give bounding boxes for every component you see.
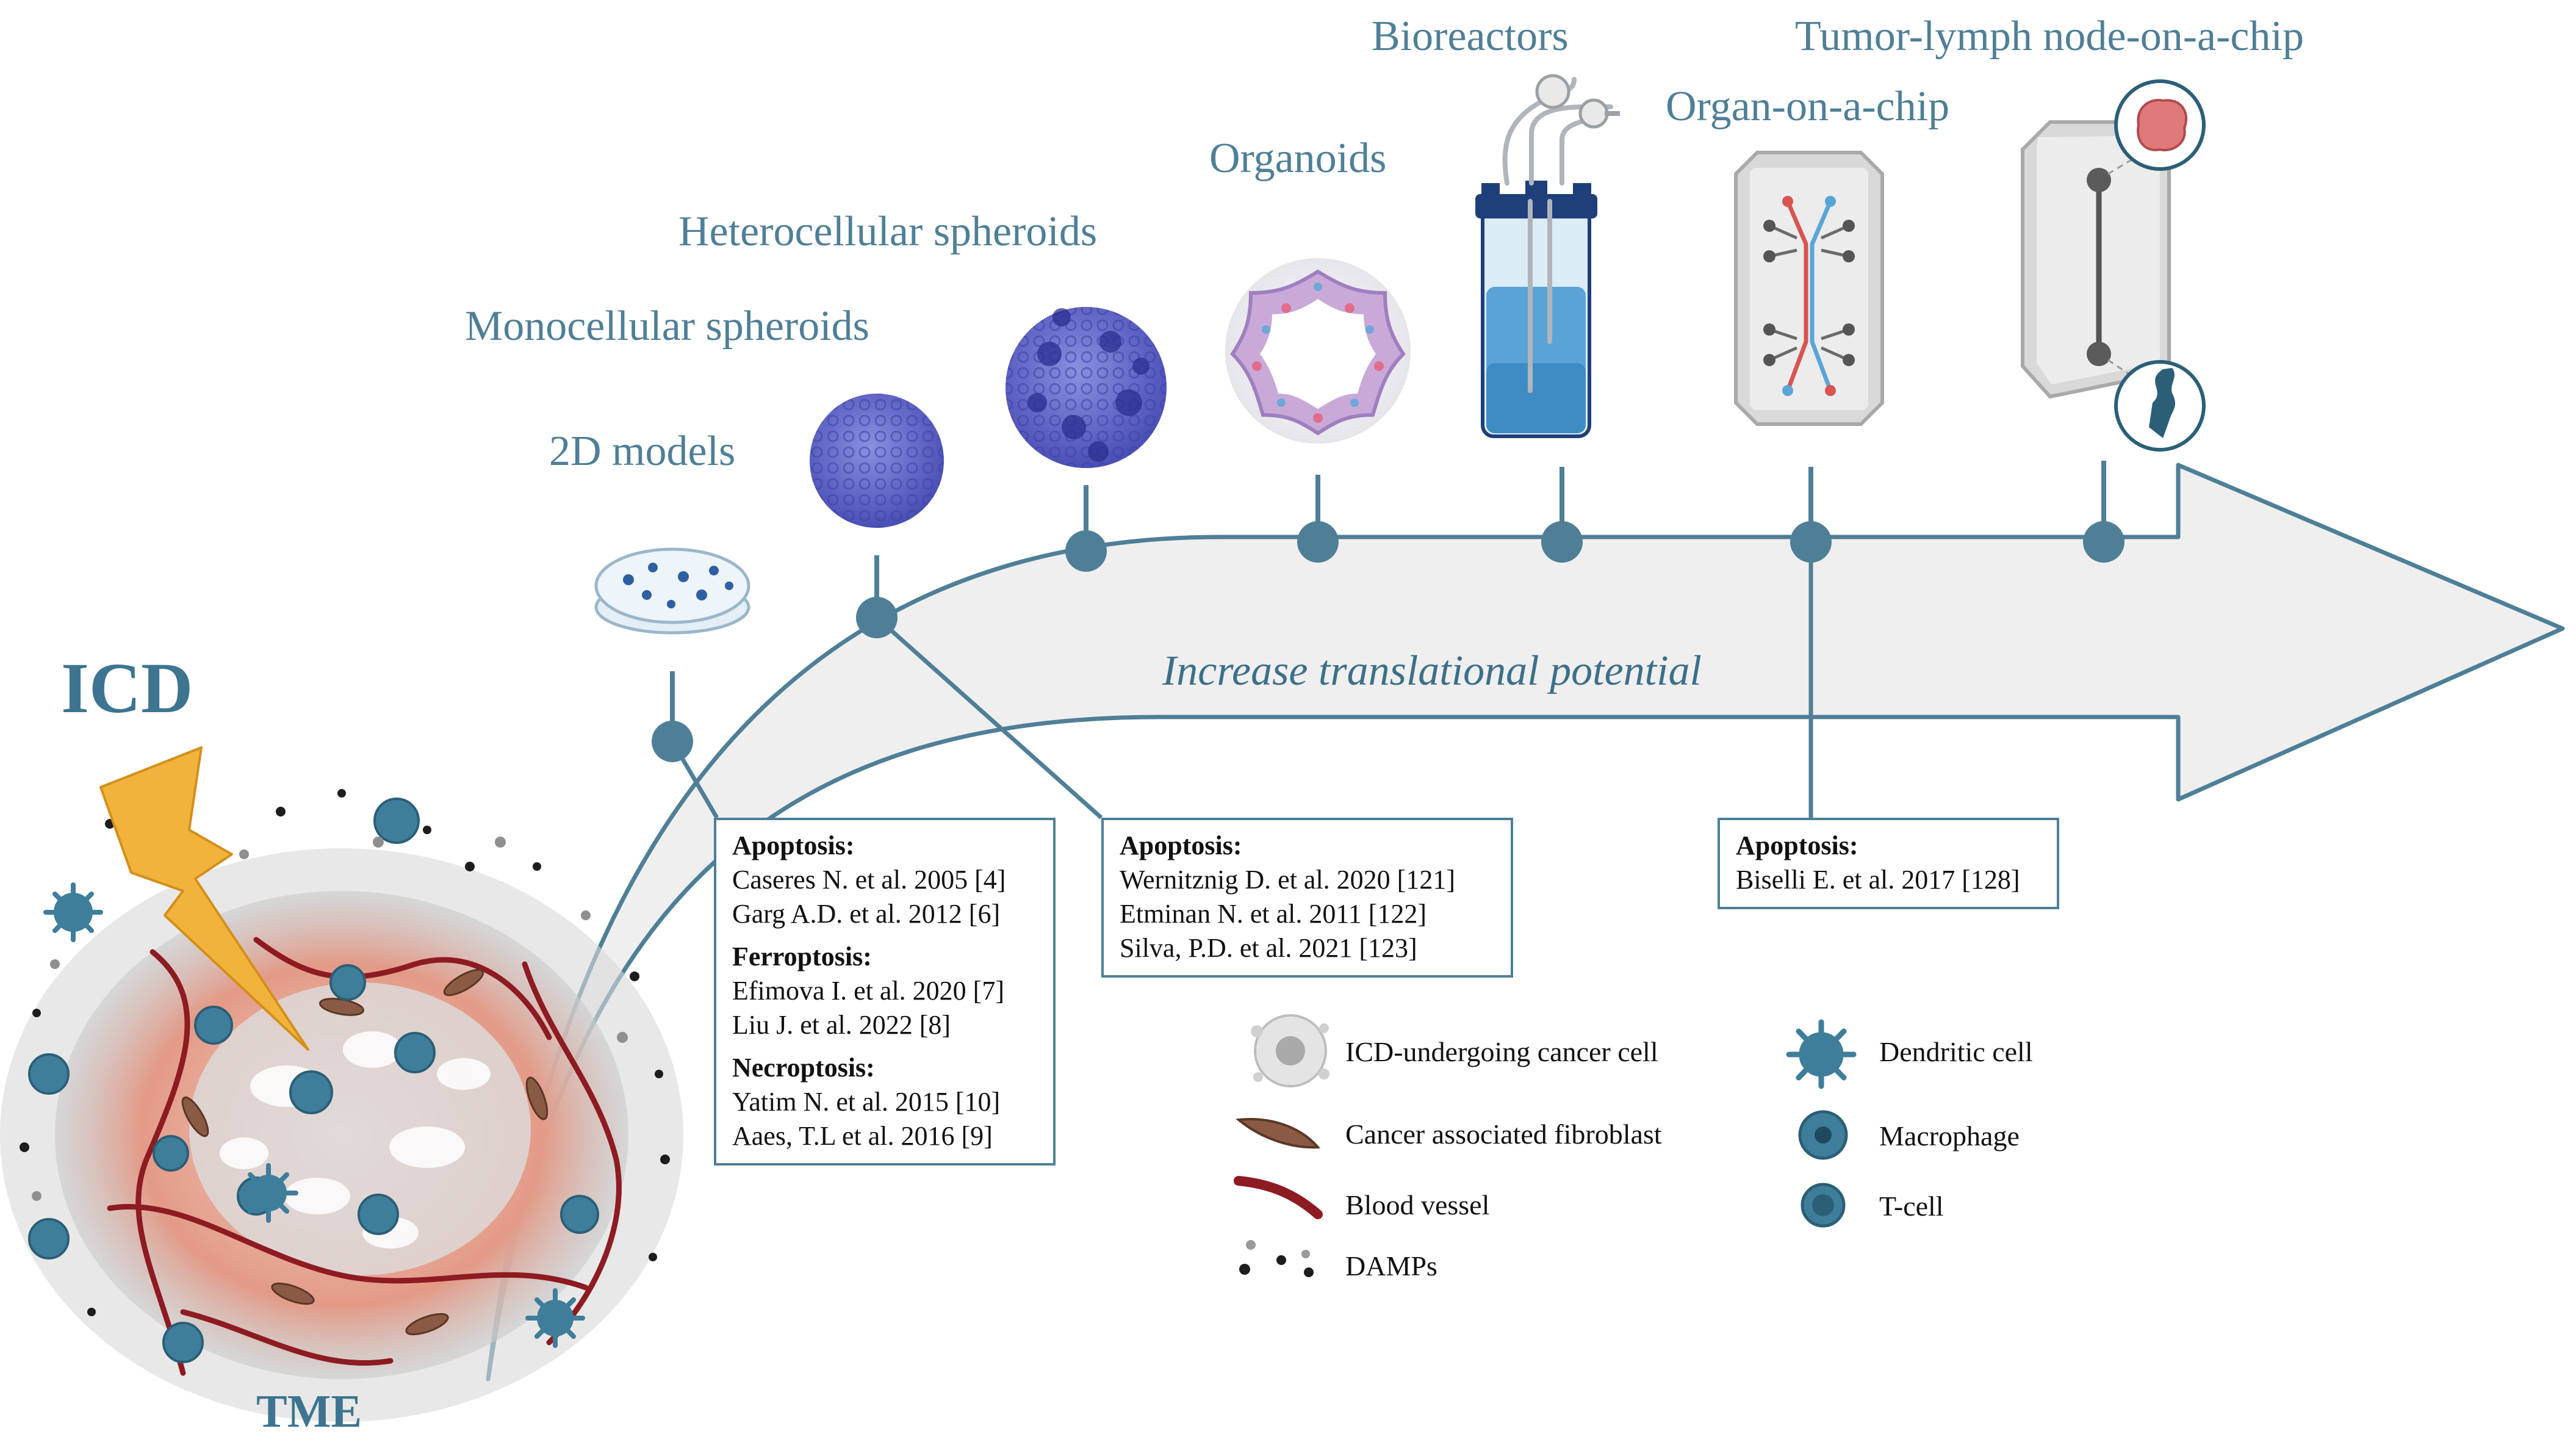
stage-label-organoids: Organoids [1209, 135, 1387, 182]
icd-cancer-cell-icon [1251, 1014, 1329, 1087]
reference-citation: Yatim N. et al. 2015 [10] [732, 1087, 1001, 1117]
tumor-lymph-node-chip-icon [2021, 79, 2206, 452]
reference-citation: Garg A.D. et al. 2012 [6] [732, 899, 1001, 929]
organoid-icon [1225, 258, 1411, 444]
reference-citation: Biselli E. et al. 2017 [128] [1736, 865, 2020, 895]
petri-dish-icon [594, 547, 750, 635]
reference-citation: Liu J. et al. 2022 [8] [732, 1010, 951, 1040]
stage-node [856, 597, 898, 638]
legend-label-t-cell: T-cell [1879, 1191, 1944, 1222]
reference-group: Apoptosis: Biselli E. et al. 2017 [128] [1736, 829, 2041, 897]
heterocellular-spheroid-icon [1006, 307, 1167, 468]
legend-label-damps: DAMPs [1345, 1250, 1437, 1281]
reference-group: Necroptosis: Yatim N. et al. 2015 [10] Aae… [732, 1051, 1037, 1153]
t-cell-icon [1801, 1183, 1846, 1228]
tme-illustration [0, 789, 683, 1422]
legend-label-blood-vessel: Blood vessel [1345, 1189, 1490, 1220]
reference-citation: Aaes, T.L et al. 2016 [9] [732, 1121, 993, 1151]
reference-citation: Etminan N. et al. 2011 [122] [1120, 899, 1427, 929]
blood-vessel-icon [1234, 1176, 1323, 1219]
reference-group: Ferroptosis: Efimova I. et al. 2020 [7] Li… [732, 940, 1037, 1042]
reference-box-organ-on-a-chip: Apoptosis: Biselli E. et al. 2017 [128] [1718, 818, 2059, 909]
connector-mono-box [875, 616, 1103, 820]
reference-group: Apoptosis: Caseres N. et al. 2005 [4] Garg… [732, 829, 1037, 931]
translational-arrow [486, 463, 2565, 1382]
reference-citation: Caseres N. et al. 2005 [4] [732, 865, 1006, 895]
stage-node [1297, 521, 1339, 563]
reference-heading: Apoptosis: [732, 831, 855, 860]
stage-node [1790, 521, 1832, 563]
lightning-icon [99, 746, 309, 1051]
icd-title: ICD [61, 648, 193, 728]
stage-label-tumor-lymph-node-on-a-chip: Tumor-lymph node-on-a-chip [1795, 13, 2304, 60]
dendritic-cell-icon [1786, 1019, 1857, 1089]
reference-heading: Ferroptosis: [732, 942, 872, 971]
legend-icons [1234, 1014, 1857, 1277]
reference-box-spheroids: Apoptosis: Wernitznig D. et al. 2020 [121… [1101, 818, 1513, 978]
legend-label-dendritic-cell: Dendritic cell [1879, 1036, 2033, 1067]
reference-heading: Apoptosis: [1736, 831, 1858, 860]
bioreactor-icon [1475, 74, 1620, 438]
stage-label-heterocellular-spheroids: Heterocellular spheroids [678, 208, 1098, 255]
fibroblast-icon [1236, 1118, 1321, 1149]
stage-label-bioreactors: Bioreactors [1372, 13, 1569, 60]
reference-heading: Necroptosis: [732, 1053, 875, 1083]
stage-label-2d-models: 2D models [549, 428, 736, 475]
reference-citation: Efimova I. et al. 2020 [7] [732, 976, 1004, 1006]
stage-node [1065, 530, 1107, 572]
reference-group: Apoptosis: Wernitznig D. et al. 2020 [121… [1120, 829, 1495, 965]
stage-node [2083, 521, 2124, 563]
monocellular-spheroid-icon [810, 394, 944, 528]
legend-label-icd-cancer-cell: ICD-undergoing cancer cell [1345, 1036, 1658, 1067]
organ-on-a-chip-icon [1734, 151, 1884, 426]
legend-label-macrophage: Macrophage [1879, 1120, 2020, 1151]
reference-citation: Silva, P.D. et al. 2021 [123] [1120, 933, 1417, 963]
reference-heading: Apoptosis: [1120, 831, 1242, 860]
stage-label-organ-on-a-chip: Organ-on-a-chip [1666, 83, 1950, 130]
reference-citation: Wernitznig D. et al. 2020 [121] [1120, 865, 1455, 895]
arrow-caption: Increase translational potential [1162, 647, 1702, 694]
damps-icon [1239, 1240, 1314, 1277]
stage-node [1541, 521, 1583, 563]
tme-label: TME [256, 1386, 362, 1437]
macrophage-icon [1798, 1110, 1848, 1160]
stage-label-monocellular-spheroids: Monocellular spheroids [465, 303, 869, 350]
stage-node [652, 721, 693, 762]
legend-label-fibroblast: Cancer associated fibroblast [1345, 1119, 1662, 1150]
reference-box-2d-models: Apoptosis: Caseres N. et al. 2005 [4] Garg… [714, 818, 1056, 1166]
